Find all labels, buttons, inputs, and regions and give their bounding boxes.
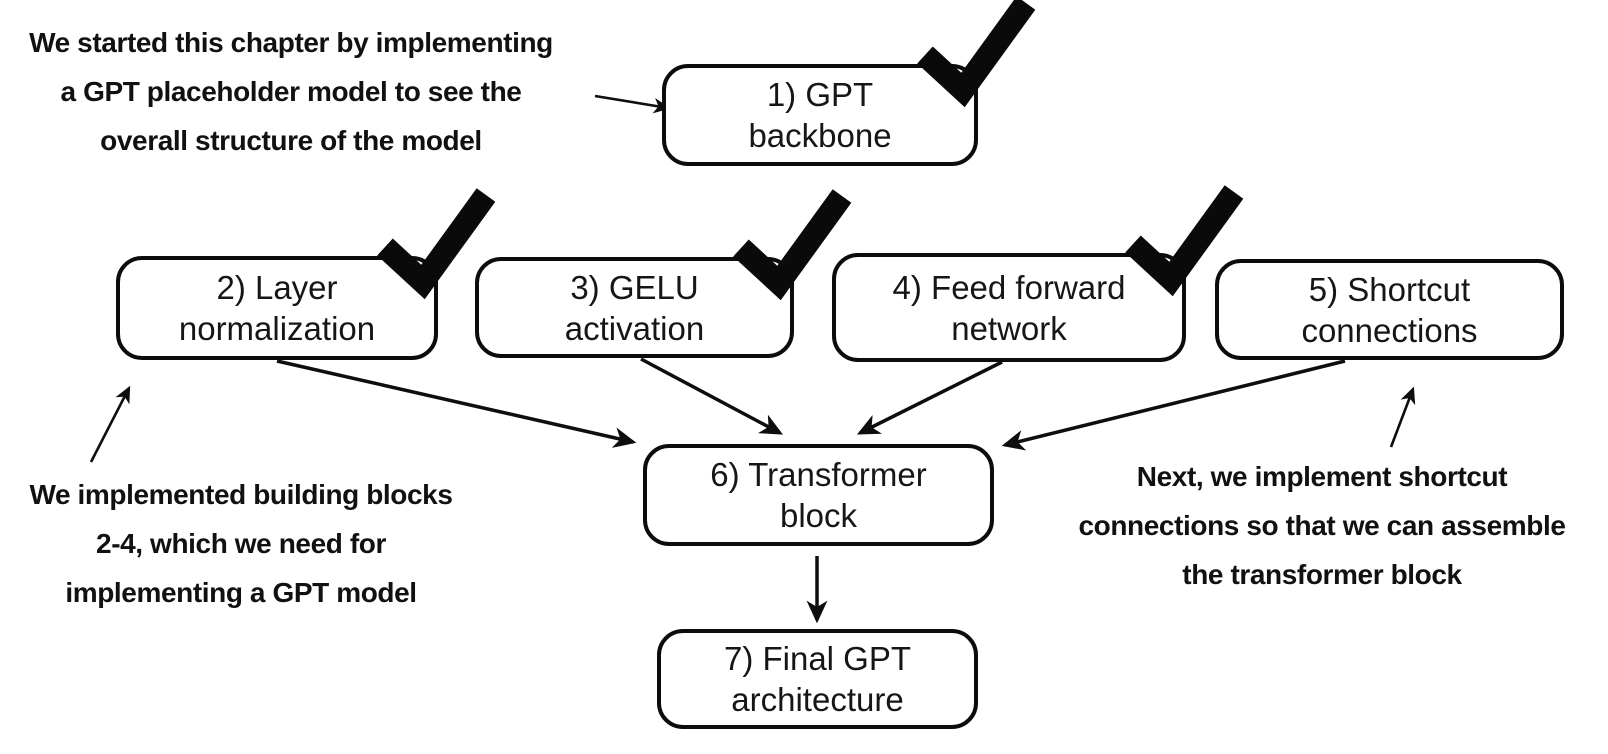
box-label: 7) Final GPT xyxy=(723,640,912,677)
box-feed-forward-network: 4) Feed forward network xyxy=(832,185,1244,362)
annotation-line: connections so that we can assemble xyxy=(1078,510,1566,541)
box-label: network xyxy=(951,309,1067,347)
arrow-feed-forward-to-transformer-block xyxy=(856,360,1003,435)
box-label: backbone xyxy=(748,117,892,154)
arrow-intro-annotation-to-gpt-backbone xyxy=(594,94,671,114)
arrow-gelu-activation-to-transformer-block xyxy=(640,357,784,435)
box-label: 4) Feed forward xyxy=(892,268,1126,306)
arrow-layer-normalization-to-transformer-block xyxy=(276,359,637,448)
annotation-line: overall structure of the model xyxy=(100,125,482,156)
box-label: block xyxy=(779,497,858,534)
box-label: 3) GELU xyxy=(570,268,699,306)
box-transformer-block: 6) Transformer block xyxy=(643,444,994,546)
annotation-building-blocks: We implemented building blocks 2-4, whic… xyxy=(15,470,467,617)
annotation-line: a GPT placeholder model to see the xyxy=(60,76,522,107)
box-label: activation xyxy=(564,309,705,347)
box-label: 2) Layer xyxy=(216,269,338,306)
annotation-line: Next, we implement shortcut xyxy=(1136,461,1508,492)
arrow-next-annotation-to-shortcut-connections xyxy=(1389,386,1416,448)
annotation-next-step: Next, we implement shortcut connections … xyxy=(1076,452,1568,599)
annotation-line: 2-4, which we need for xyxy=(96,528,386,559)
box-shortcut-connections: 5) Shortcut connections xyxy=(1215,259,1564,360)
box-gelu-activation: 3) GELU activation xyxy=(475,189,852,358)
box-label: normalization xyxy=(178,310,376,347)
annotation-line: implementing a GPT model xyxy=(65,577,417,608)
box-label: 5) Shortcut xyxy=(1308,270,1471,308)
box-gpt-backbone: 1) GPT backbone xyxy=(662,0,1036,166)
annotation-intro: We started this chapter by implementing … xyxy=(8,18,574,165)
box-label: architecture xyxy=(731,681,904,718)
annotation-line: We started this chapter by implementing xyxy=(29,27,553,58)
box-final-gpt-architecture: 7) Final GPT architecture xyxy=(657,629,978,729)
box-label: 6) Transformer xyxy=(710,456,927,493)
annotation-line: the transformer block xyxy=(1182,559,1462,590)
box-label: 1) GPT xyxy=(766,76,874,113)
annotation-line: We implemented building blocks xyxy=(29,479,453,510)
box-layer-normalization: 2) Layer normalization xyxy=(116,188,496,360)
box-label: connections xyxy=(1301,311,1478,349)
arrow-blocks-annotation-to-layer-normalization xyxy=(89,385,131,463)
arrow-shortcut-connections-to-transformer-block xyxy=(1001,359,1346,451)
